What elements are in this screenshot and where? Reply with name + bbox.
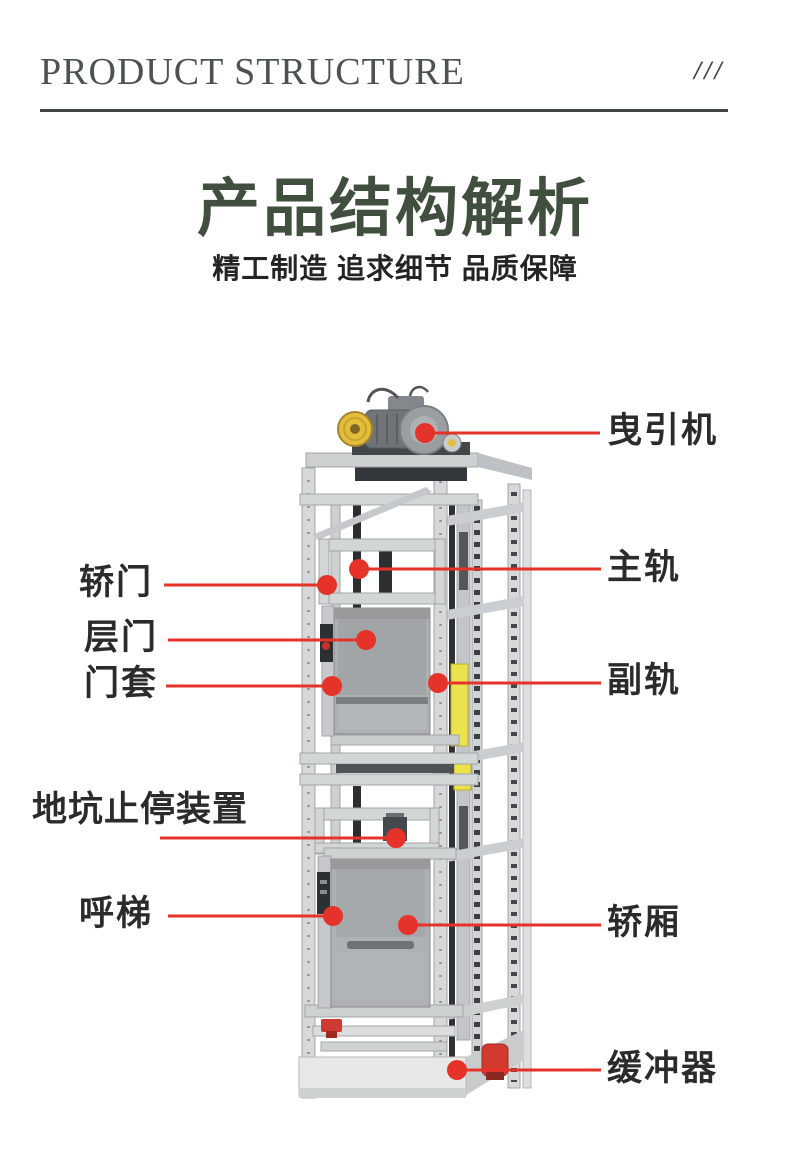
divider-line — [40, 109, 728, 112]
upper-cabin — [320, 605, 431, 737]
label-call-button: 呼梯 — [79, 894, 154, 933]
traction-machine — [337, 385, 470, 455]
label-landing-door: 层门 — [84, 618, 159, 657]
label-traction-machine: 曳引机 — [607, 411, 719, 450]
label-car-cabin: 轿厢 — [607, 903, 682, 942]
callout-dot-buffer — [447, 1060, 467, 1080]
callout-lines — [160, 423, 601, 1080]
page-subtitle: 精工制造 追求细节 品质保障 — [212, 253, 578, 284]
callout-dot-door-frame — [322, 676, 342, 696]
label-car-door: 轿门 — [79, 563, 154, 602]
label-aux-rail: 副轨 — [607, 661, 682, 700]
callout-dot-pit-stop-device — [386, 828, 406, 848]
callout-dot-car-cabin — [398, 915, 418, 935]
buffer-part — [481, 1043, 509, 1080]
eyebrow-title: PRODUCT STRUCTURE — [40, 51, 465, 93]
callout-dot-aux-rail — [428, 673, 448, 693]
callout-dot-landing-door — [356, 630, 376, 650]
callout-dot-main-rail — [349, 559, 369, 579]
label-main-rail: 主轨 — [607, 548, 682, 587]
callout-dot-car-door — [317, 575, 337, 595]
callout-dot-traction-machine — [415, 423, 435, 443]
label-door-frame: 门套 — [84, 664, 159, 703]
label-buffer: 缓冲器 — [607, 1049, 719, 1088]
callout-dot-call-button — [323, 906, 343, 926]
decorative-slashes-icon: /// — [694, 56, 725, 85]
label-pit-stop-device: 地坑止停装置 — [32, 790, 249, 829]
page-title: 产品结构解析 — [197, 174, 593, 244]
